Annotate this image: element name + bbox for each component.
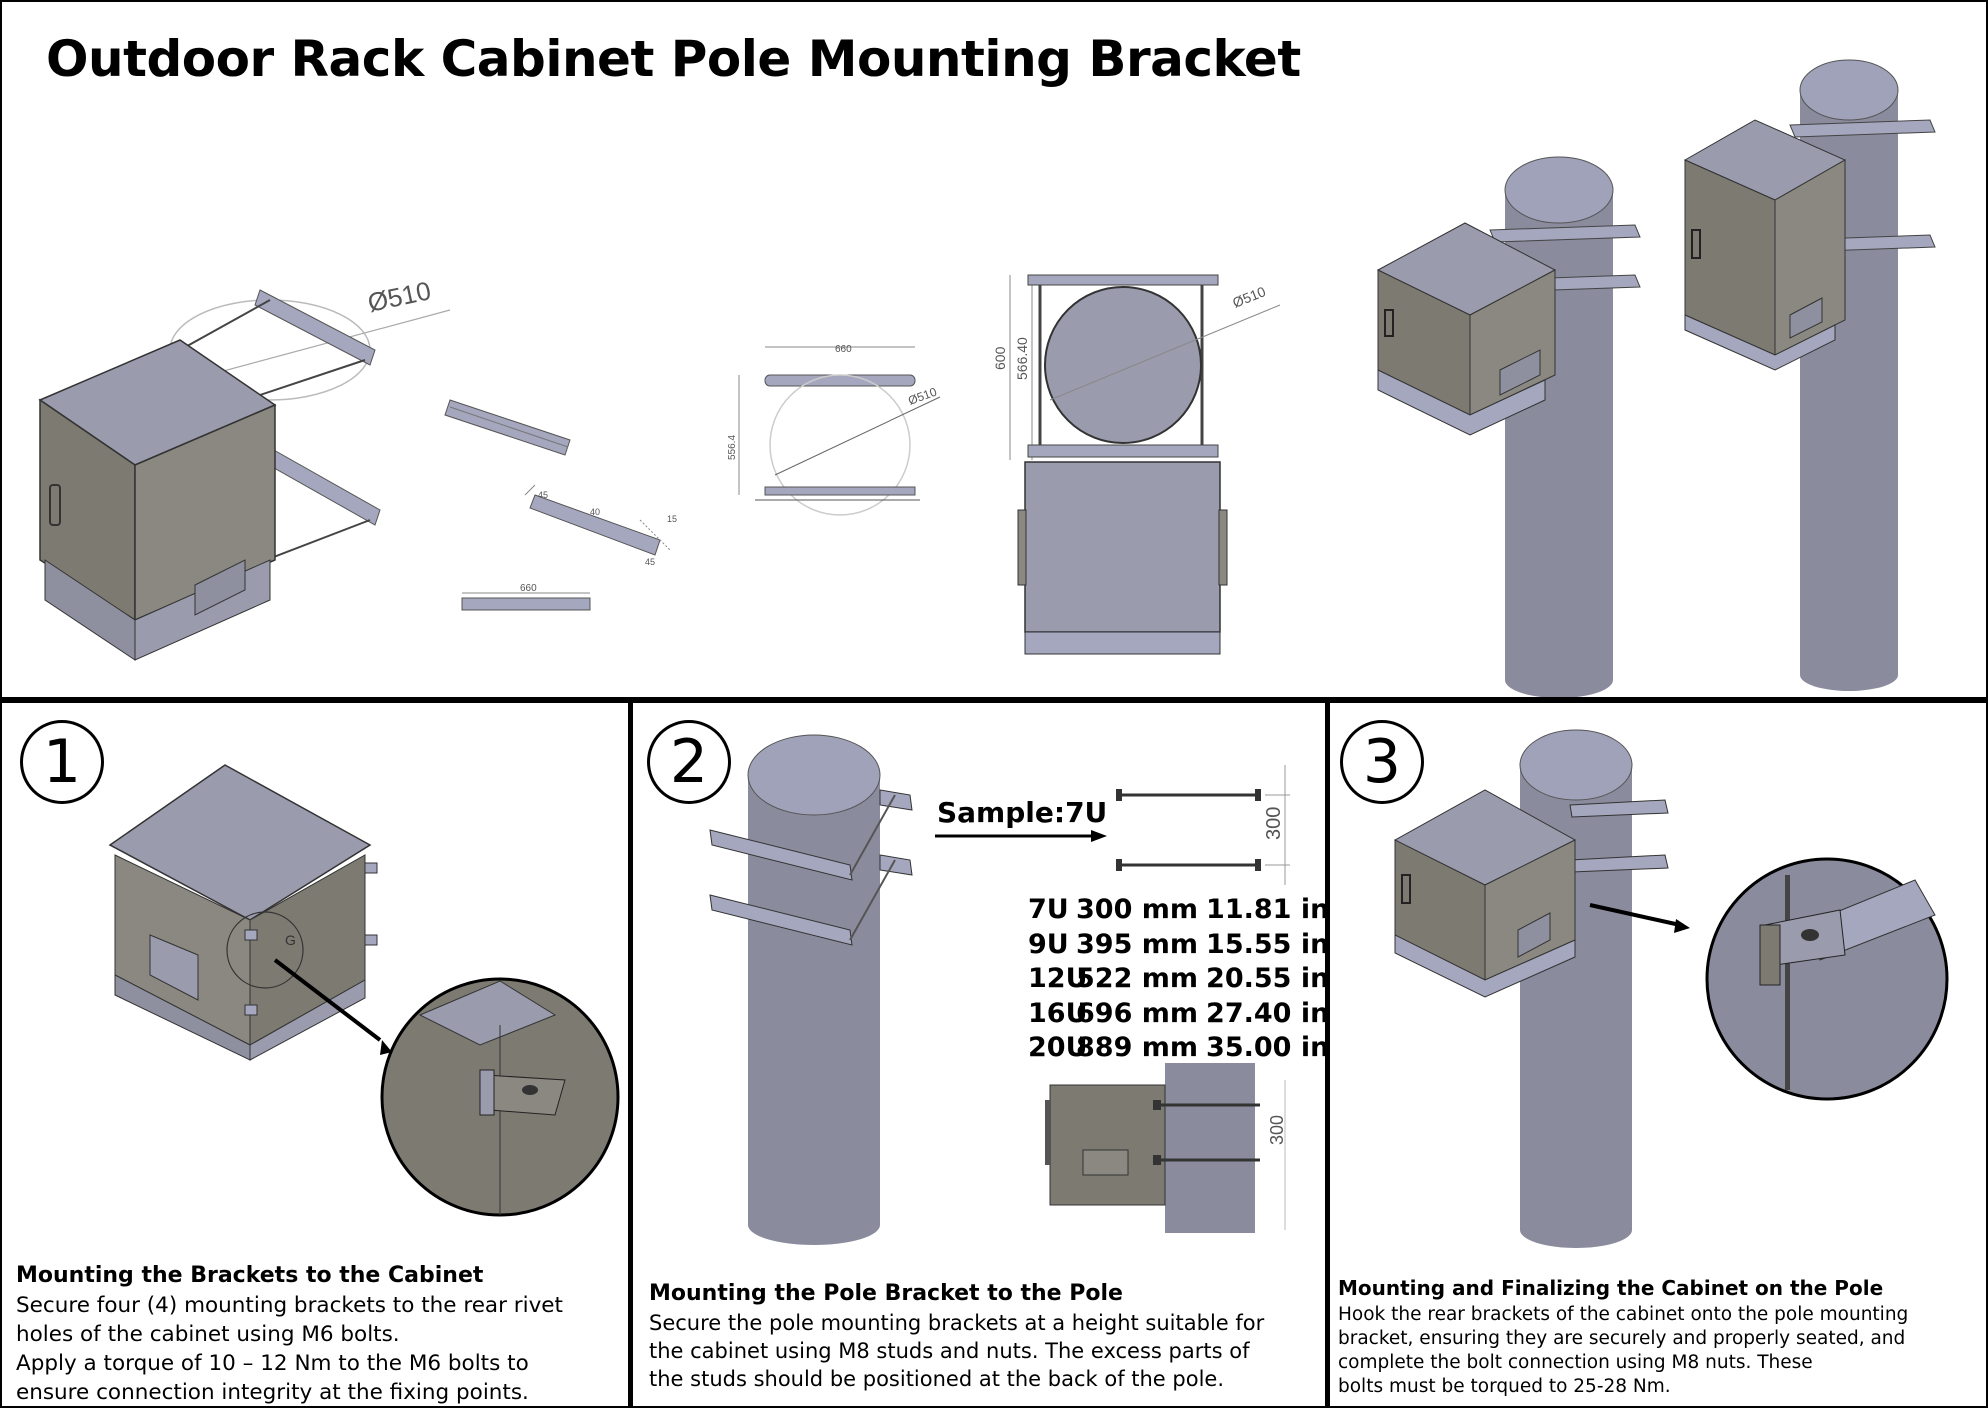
iso-diameter-label: Ø510 — [365, 275, 433, 318]
step-1-number: 1 — [20, 720, 104, 804]
step-1-body: Secure four (4) mounting brackets to the… — [16, 1291, 563, 1407]
step-3-detail-zoom — [1705, 857, 1949, 1101]
step-1-cabinet-drawing: G — [108, 764, 392, 1061]
step-3-number: 3 — [1340, 720, 1424, 804]
step-3-heading: Mounting and Finalizing the Cabinet on t… — [1338, 1276, 1884, 1300]
step-2-line: Secure the pole mounting brackets at a h… — [649, 1311, 1265, 1335]
step-3-assembly-drawing — [1393, 729, 1690, 1248]
front-view-drawing: 600 566.40 Ø510 — [992, 274, 1281, 655]
sample-bracket-diagram: 300 — [1116, 765, 1290, 885]
view-height-label: 556.4 — [727, 435, 738, 460]
step-2-pole-drawing — [709, 734, 913, 1245]
front-diameter-label: Ø510 — [1230, 283, 1268, 311]
step-2-line: the cabinet using M8 studs and nuts. The… — [649, 1339, 1250, 1363]
top-pole-assembly — [1376, 59, 1936, 698]
view-diameter-label: Ø510 — [906, 385, 939, 408]
step-1-line: Apply a torque of 10 – 12 Nm to the M6 b… — [16, 1351, 529, 1376]
page-title: Outdoor Rack Cabinet Pole Mounting Brack… — [46, 30, 1301, 88]
step-2-line: the studs should be positioned at the ba… — [649, 1367, 1225, 1391]
iso-cabinet-drawing: Ø510 — [38, 275, 451, 661]
parts-bottom-len: 660 — [520, 583, 537, 594]
parts-dim-c: 15 — [667, 514, 677, 524]
step-3-body: Hook the rear brackets of the cabinet on… — [1338, 1303, 1908, 1399]
parts-dim-b: 40 — [590, 507, 600, 517]
step-2-heading: Mounting the Pole Bracket to the Pole — [649, 1281, 1123, 1306]
parts-dim-a: 45 — [538, 490, 548, 500]
detail-g-label: G — [285, 932, 296, 948]
step-3-line: bolts must be torqued to 25-28 Nm. — [1338, 1376, 1671, 1397]
side-view-drawing: 300 — [1045, 1063, 1287, 1233]
step-2-number: 2 — [647, 720, 731, 804]
step-1-line: ensure connection integrity at the fixin… — [16, 1380, 529, 1405]
section-divider-2 — [1325, 700, 1330, 1408]
step-3-line: complete the bolt connection using M8 nu… — [1338, 1352, 1813, 1373]
step-1-line: holes of the cabinet using M6 bolts. — [16, 1322, 400, 1347]
front-h2-label: 566.40 — [1014, 337, 1030, 380]
sample-dim-label: 300 — [1263, 807, 1285, 840]
section-divider-horizontal — [0, 697, 1988, 703]
front-h1-label: 600 — [992, 346, 1008, 370]
section-divider-1 — [628, 700, 633, 1408]
view-width-label: 660 — [835, 344, 852, 355]
step-1-line: Secure four (4) mounting brackets to the… — [16, 1293, 563, 1318]
step-3-line: Hook the rear brackets of the cabinet on… — [1338, 1304, 1909, 1325]
sample-arrow — [935, 830, 1107, 842]
step-2-body: Secure the pole mounting brackets at a h… — [649, 1309, 1264, 1393]
sample-label: Sample:7U — [937, 796, 1108, 829]
top-view-drawing: 660 Ø510 556.4 — [727, 344, 941, 516]
step-3-line: bracket, ensuring they are securely and … — [1338, 1328, 1906, 1349]
side-dim-label: 300 — [1267, 1115, 1287, 1145]
bracket-parts-drawing: 45 40 15 45 660 — [444, 399, 677, 611]
step-1-heading: Mounting the Brackets to the Cabinet — [16, 1263, 484, 1288]
parts-dim-d: 45 — [645, 557, 655, 567]
step-1-detail-zoom — [380, 977, 620, 1217]
